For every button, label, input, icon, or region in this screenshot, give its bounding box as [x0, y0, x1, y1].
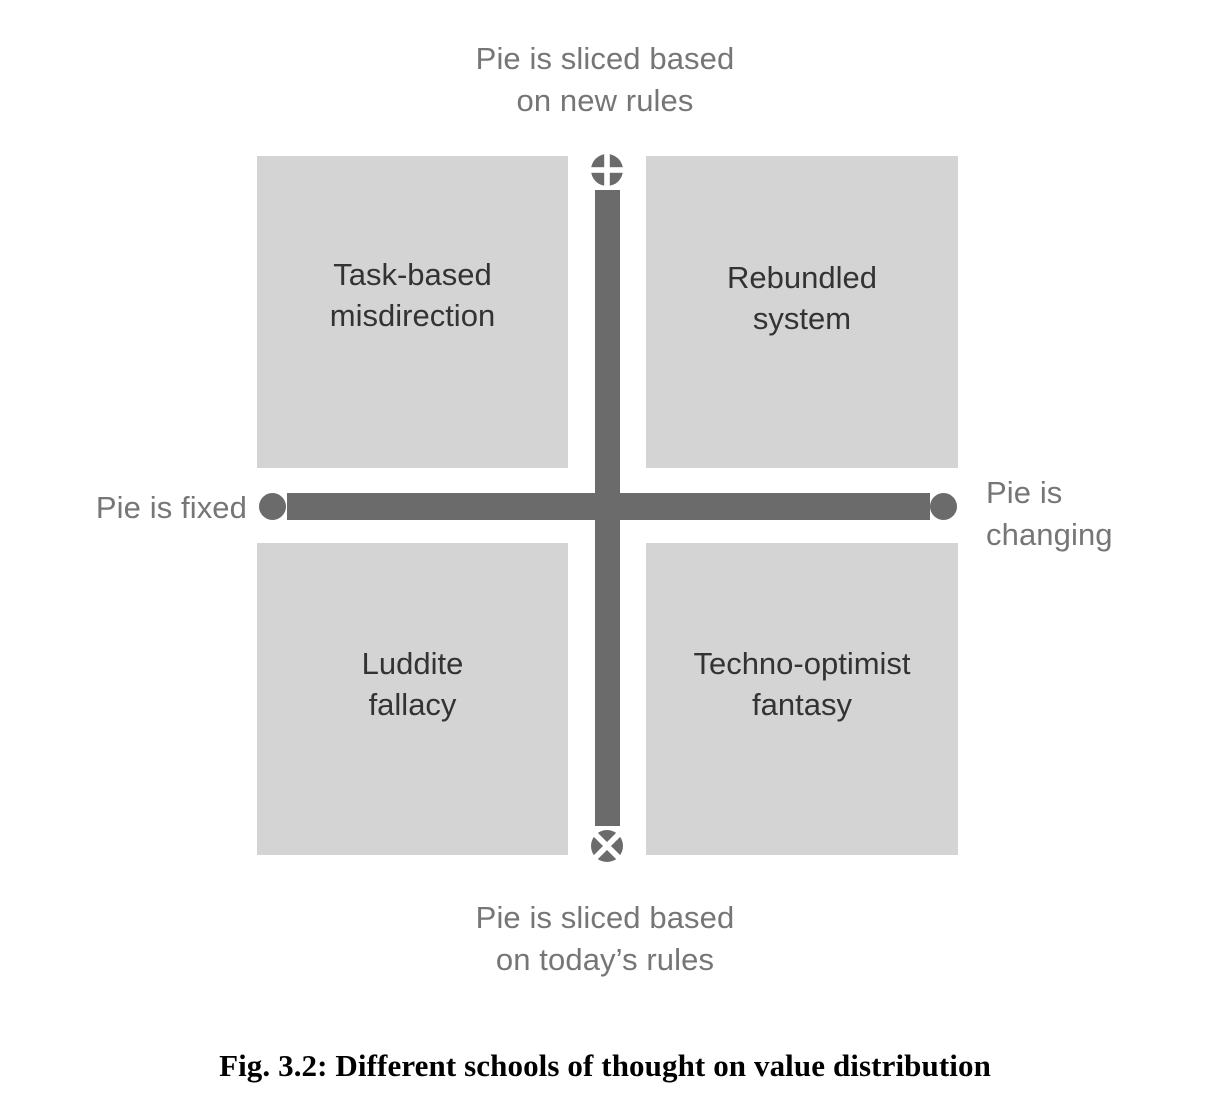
quadrant-techno-optimist-fantasy: Techno-optimist fantasy — [646, 543, 958, 855]
axis-label-bottom: Pie is sliced based on today’s rules — [475, 900, 735, 978]
quadrant-label: Techno-optimist fantasy — [693, 646, 911, 722]
quadrant-label: Rebundled system — [727, 260, 877, 336]
quadrant-task-based-misdirection: Task-based misdirection — [257, 156, 568, 468]
figure-caption: Fig. 3.2: Different schools of thought o… — [219, 1048, 991, 1083]
dot-icon-right — [930, 493, 957, 520]
quadrant-label: Luddite fallacy — [361, 646, 464, 722]
vertical-axis-bar — [595, 190, 620, 826]
dot-icon-left — [259, 493, 286, 520]
quadrant-luddite-fallacy: Luddite fallacy — [257, 543, 568, 855]
x-circle-icon — [590, 829, 624, 863]
axis-label-right: Pie is changing — [986, 475, 1113, 553]
quadrant-label: Task-based misdirection — [329, 257, 496, 333]
quadrant-rebundled-system: Rebundled system — [646, 156, 958, 468]
axis-label-top: Pie is sliced based on new rules — [475, 41, 735, 119]
plus-circle-icon — [590, 153, 624, 187]
axis-label-left: Pie is fixed — [95, 490, 247, 525]
